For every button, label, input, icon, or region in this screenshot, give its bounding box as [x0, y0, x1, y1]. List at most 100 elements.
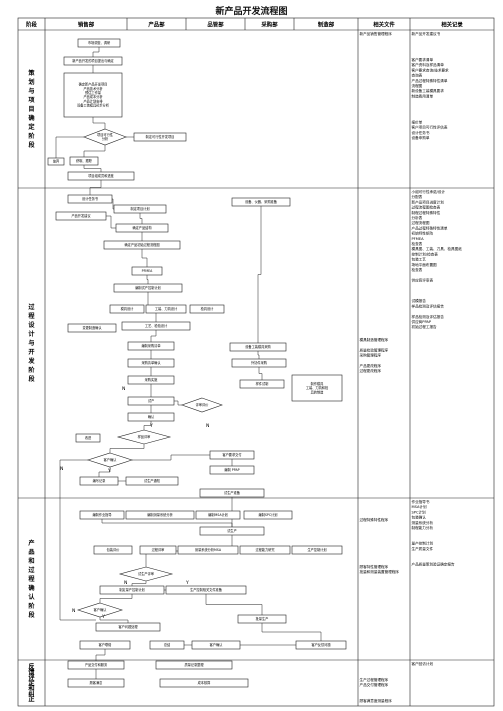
svg-text:供应商PPAP: 供应商PPAP: [412, 319, 432, 324]
svg-text:编制作业指导: 编制作业指导: [92, 512, 111, 517]
svg-text:过程流程图检查表: 过程流程图检查表: [412, 205, 441, 210]
svg-text:产品过程特殊特性清单: 产品过程特殊特性清单: [412, 78, 448, 83]
svg-text:产品质量策划验证确定报告: 产品质量策划验证确定报告: [412, 561, 456, 566]
svg-text:SPC计划: SPC计划: [412, 509, 427, 514]
flow-steps: 市场调查、调研新产品开发的项目提出与确定确定新产品开发项目产品技术分析预估工作量…: [47, 38, 347, 688]
svg-text:编制SPC计划: 编制SPC计划: [259, 512, 278, 517]
svg-text:初始过程工报告: 初始过程工报告: [412, 324, 438, 329]
column-header: 制造部: [318, 21, 335, 29]
svg-text:过程特殊特性程序: 过程特殊特性程序: [360, 517, 389, 522]
flow-step: 编制作业指导: [79, 510, 125, 520]
flow-step: 包装评价: [93, 545, 133, 555]
decision-label: N: [122, 386, 125, 392]
flow-step: 评审评价: [181, 397, 223, 413]
svg-text:获取、跟踪: 获取、跟踪: [76, 158, 93, 163]
flow-step: PFMEA: [131, 266, 163, 276]
grid-frame: [17, 17, 495, 707]
record-list: 新产品开发建议书客户要求清单客户资料及样品清单客户要求查询/技术要求查询表产品过…: [412, 31, 450, 140]
svg-text:客户资料及样品清单: 客户资料及样品清单: [412, 62, 445, 67]
flow-step: 客户确认: [191, 640, 241, 650]
flow-step: 变更制造确认: [67, 323, 117, 333]
svg-text:模具设计: 模具设计: [121, 306, 135, 311]
svg-text:制造费用清单: 制造费用清单: [412, 93, 434, 98]
svg-text:设备工装模具采购: 设备工装模具采购: [245, 344, 271, 349]
svg-text:变更制造确认: 变更制造确认: [82, 325, 102, 330]
svg-text:MSA计划: MSA计划: [412, 504, 428, 509]
svg-text:设备、仪器、采购准备: 设备、仪器、采购准备: [245, 199, 278, 204]
svg-text:试生产准备: 试生产准备: [224, 490, 241, 495]
svg-text:客户问题处理: 客户问题处理: [118, 624, 138, 629]
flow-step: 样件试制: [239, 379, 285, 389]
svg-text:客户要求清单: 客户要求清单: [412, 57, 434, 62]
flow-step: 制定量产控制计划: [99, 585, 165, 595]
svg-text:模具制造管理程序: 模具制造管理程序: [360, 337, 389, 342]
svg-text:采购实施: 采购实施: [145, 377, 159, 382]
svg-text:包装工艺: 包装工艺: [412, 257, 427, 262]
decision-label: N: [206, 423, 209, 429]
flow-step: 客户确认: [87, 452, 133, 468]
svg-text:流程图: 流程图: [412, 83, 423, 88]
flow-step: 编写记录: [79, 476, 119, 486]
column-header: 相关文件: [373, 21, 395, 29]
svg-text:设备申购单: 设备申购单: [412, 135, 430, 140]
svg-text:采购管理程序: 采购管理程序: [360, 353, 382, 358]
svg-text:新产品开发建议书: 新产品开发建议书: [412, 31, 441, 36]
flow-step: 采购清单确认: [127, 358, 175, 368]
column-header: 阶段: [26, 21, 37, 29]
flow-step: 总结: [149, 640, 185, 650]
flow-step: 成本核算: [159, 678, 249, 688]
flow-step: 制定可行性开发项目: [133, 132, 187, 142]
svg-text:小组可行性承诺/设计: 小组可行性承诺/设计: [412, 189, 446, 194]
svg-text:客户联络: 客户联络: [99, 642, 113, 647]
column-headers: 阶段销售部产品部品管部采购部制造部相关文件相关记录: [26, 21, 463, 29]
svg-text:质量记录整理: 质量记录整理: [184, 662, 204, 667]
flow-step: 质量记录整理: [155, 660, 233, 670]
flow-step: 编制 PPAP: [209, 465, 255, 475]
svg-text:编制测量系统分析: 编制测量系统分析: [147, 512, 173, 517]
flow-step: 试产: [127, 396, 175, 406]
document-columns: 新产品销售管理程序新产品开发建议书客户要求清单客户资料及样品清单客户要求查询/技…: [360, 31, 463, 703]
svg-text:模具图、工装、刀具、检具图纸: 模具图、工装、刀具、检具图纸: [412, 246, 463, 251]
svg-text:外协件采购: 外协件采购: [251, 360, 267, 365]
svg-text:采购清单确认: 采购清单确认: [141, 360, 161, 365]
svg-text:过程评审: 过程评审: [152, 547, 165, 552]
table-grid: [17, 17, 495, 707]
svg-text:改进: 改进: [85, 435, 92, 440]
svg-text:设计任务书: 设计任务书: [82, 196, 99, 201]
decision-label: Y: [185, 580, 189, 586]
flow-step: 批量生产: [237, 614, 287, 624]
svg-text:工装、刀具和检: 工装、刀具和检: [306, 385, 329, 390]
flow-step: 编制MSA计划: [195, 510, 241, 520]
svg-text:初始特性矩阵: 初始特性矩阵: [412, 231, 434, 236]
svg-text:样品评审: 样品评审: [138, 434, 151, 439]
svg-text:确认: 确认: [148, 414, 155, 419]
svg-text:分析: 分析: [102, 136, 109, 141]
svg-text:生产控制相关文件准备: 生产控制相关文件准备: [190, 587, 223, 592]
svg-text:产品交付管理程序: 产品交付管理程序: [360, 682, 389, 687]
svg-text:产品开发建议: 产品开发建议: [71, 213, 91, 218]
svg-text:具的制造: 具的制造: [311, 389, 325, 394]
svg-text:查询表: 查询表: [412, 73, 423, 78]
svg-text:检具设计: 检具设计: [201, 306, 215, 311]
flow-step: 编制SPC计划: [243, 510, 293, 520]
svg-text:分析表: 分析表: [412, 215, 423, 220]
flow-step: 客户确认: [77, 602, 123, 618]
svg-text:PFMEA: PFMEA: [142, 269, 154, 273]
svg-text:顾客特性管理程序: 顾客特性管理程序: [360, 564, 389, 569]
svg-text:制作模具: 制作模具: [311, 381, 325, 386]
decision-label: Y: [101, 614, 105, 620]
flow-step: 外协件采购: [231, 358, 287, 368]
svg-text:客户确认: 客户确认: [104, 457, 118, 462]
flow-connectors: [55, 47, 322, 679]
svg-text:新产品开发的项目提出与确定: 新产品开发的项目提出与确定: [72, 58, 114, 63]
svg-text:新产品项目进度计划: 新产品项目进度计划: [412, 199, 445, 204]
flow-step: 设备工装模具采购: [229, 342, 287, 352]
decision-label: Y: [107, 468, 111, 474]
